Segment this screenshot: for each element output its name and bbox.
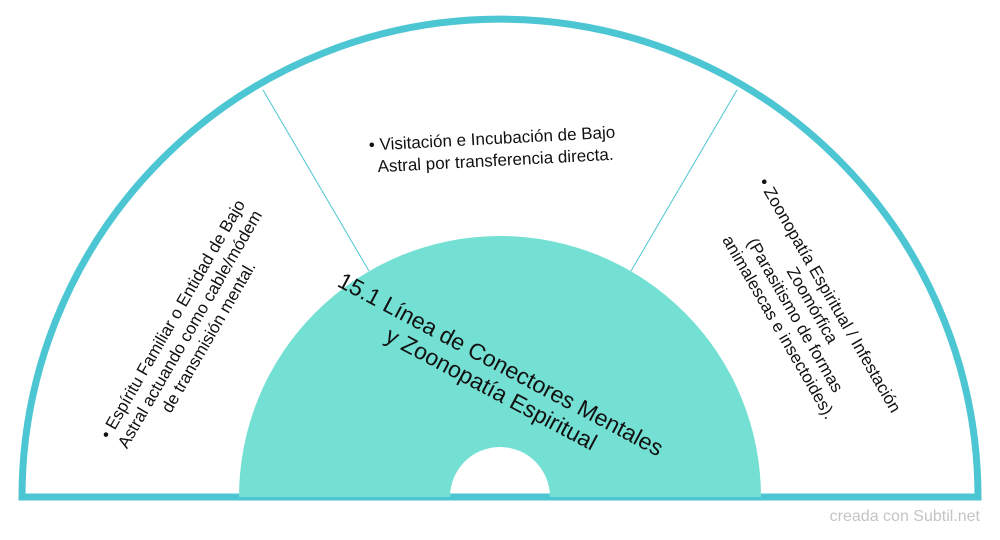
hub-segment [239, 236, 761, 497]
footer-credit: creada con Subtil.net [829, 508, 980, 525]
segment-divider-right [630, 89, 738, 272]
segment-divider-left [262, 89, 370, 272]
